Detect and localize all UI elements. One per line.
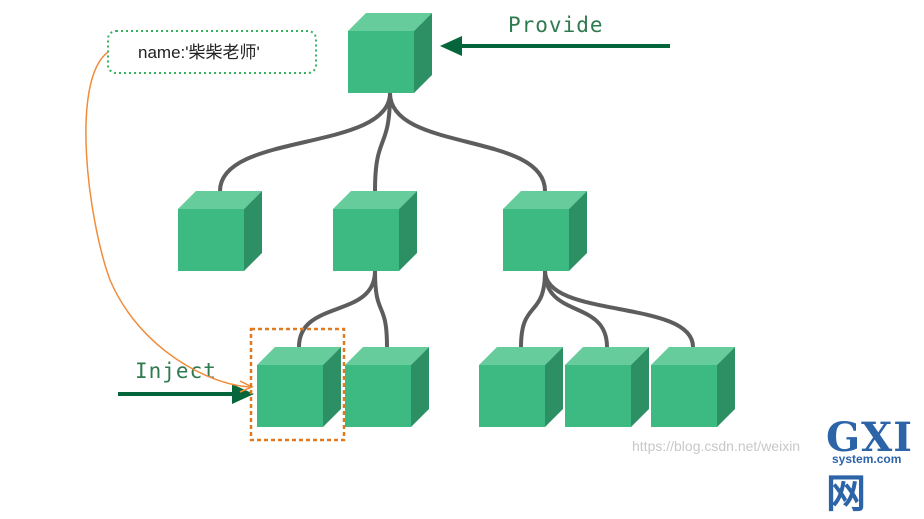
grandchild-5-side-face <box>717 347 735 427</box>
cube-grandchild-2 <box>345 347 429 427</box>
cube-root <box>348 13 432 93</box>
logo-sub-text: system.com <box>832 452 902 466</box>
grandchild-3-front-face <box>479 365 545 427</box>
connector-root-child-3 <box>388 92 547 192</box>
grandchild-4-front-face <box>565 365 631 427</box>
child-2-top-face <box>333 191 417 209</box>
connector-root-child-2 <box>373 92 392 192</box>
connector-child-2-grandchild-1 <box>297 270 377 348</box>
connector-child-3-grandchild-3 <box>519 270 547 348</box>
tree-nodes <box>178 13 735 427</box>
child-2-front-face <box>333 209 399 271</box>
root-front-face <box>348 31 414 93</box>
site-logo: GXI网 system.com <box>826 414 924 517</box>
root-top-face <box>348 13 432 31</box>
cube-grandchild-3 <box>479 347 563 427</box>
provide-arrow <box>440 36 670 56</box>
provide-inject-diagram: Provide Inject name:'柴柴老师' <box>85 13 735 442</box>
child-1-top-face <box>178 191 262 209</box>
watermark-url: https://blog.csdn.net/weixin <box>632 438 801 454</box>
root-side-face <box>414 13 432 93</box>
child-1-side-face <box>244 191 262 271</box>
cube-child-3 <box>503 191 587 271</box>
grandchild-5-front-face <box>651 365 717 427</box>
provide-label: Provide <box>508 13 604 37</box>
data-flow-line <box>85 51 251 388</box>
grandchild-3-top-face <box>479 347 563 365</box>
child-1-front-face <box>178 209 244 271</box>
child-3-top-face <box>503 191 587 209</box>
child-3-side-face <box>569 191 587 271</box>
inject-target-highlight <box>249 327 346 442</box>
grandchild-2-front-face <box>345 365 411 427</box>
grandchild-4-top-face <box>565 347 649 365</box>
grandchild-5-top-face <box>651 347 735 365</box>
cube-grandchild-1 <box>257 347 341 427</box>
grandchild-4-side-face <box>631 347 649 427</box>
child-3-front-face <box>503 209 569 271</box>
provided-data-text: name:'柴柴老师' <box>138 43 260 62</box>
grandchild-2-top-face <box>345 347 429 365</box>
connector-child-2-grandchild-2 <box>373 270 389 348</box>
connector-child-3-grandchild-4 <box>543 270 609 348</box>
grandchild-1-front-face <box>257 365 323 427</box>
child-2-side-face <box>399 191 417 271</box>
grandchild-1-top-face <box>257 347 341 365</box>
cube-child-1 <box>178 191 262 271</box>
connector-child-3-grandchild-5 <box>543 270 695 348</box>
inject-label: Inject <box>135 359 217 383</box>
inject-arrow <box>118 384 254 404</box>
cube-grandchild-4 <box>565 347 649 427</box>
grandchild-2-side-face <box>411 347 429 427</box>
grandchild-1-side-face <box>323 347 341 427</box>
grandchild-3-side-face <box>545 347 563 427</box>
cube-grandchild-5 <box>651 347 735 427</box>
cube-child-2 <box>333 191 417 271</box>
tree-connectors <box>218 92 695 348</box>
connector-root-child-1 <box>218 92 392 192</box>
